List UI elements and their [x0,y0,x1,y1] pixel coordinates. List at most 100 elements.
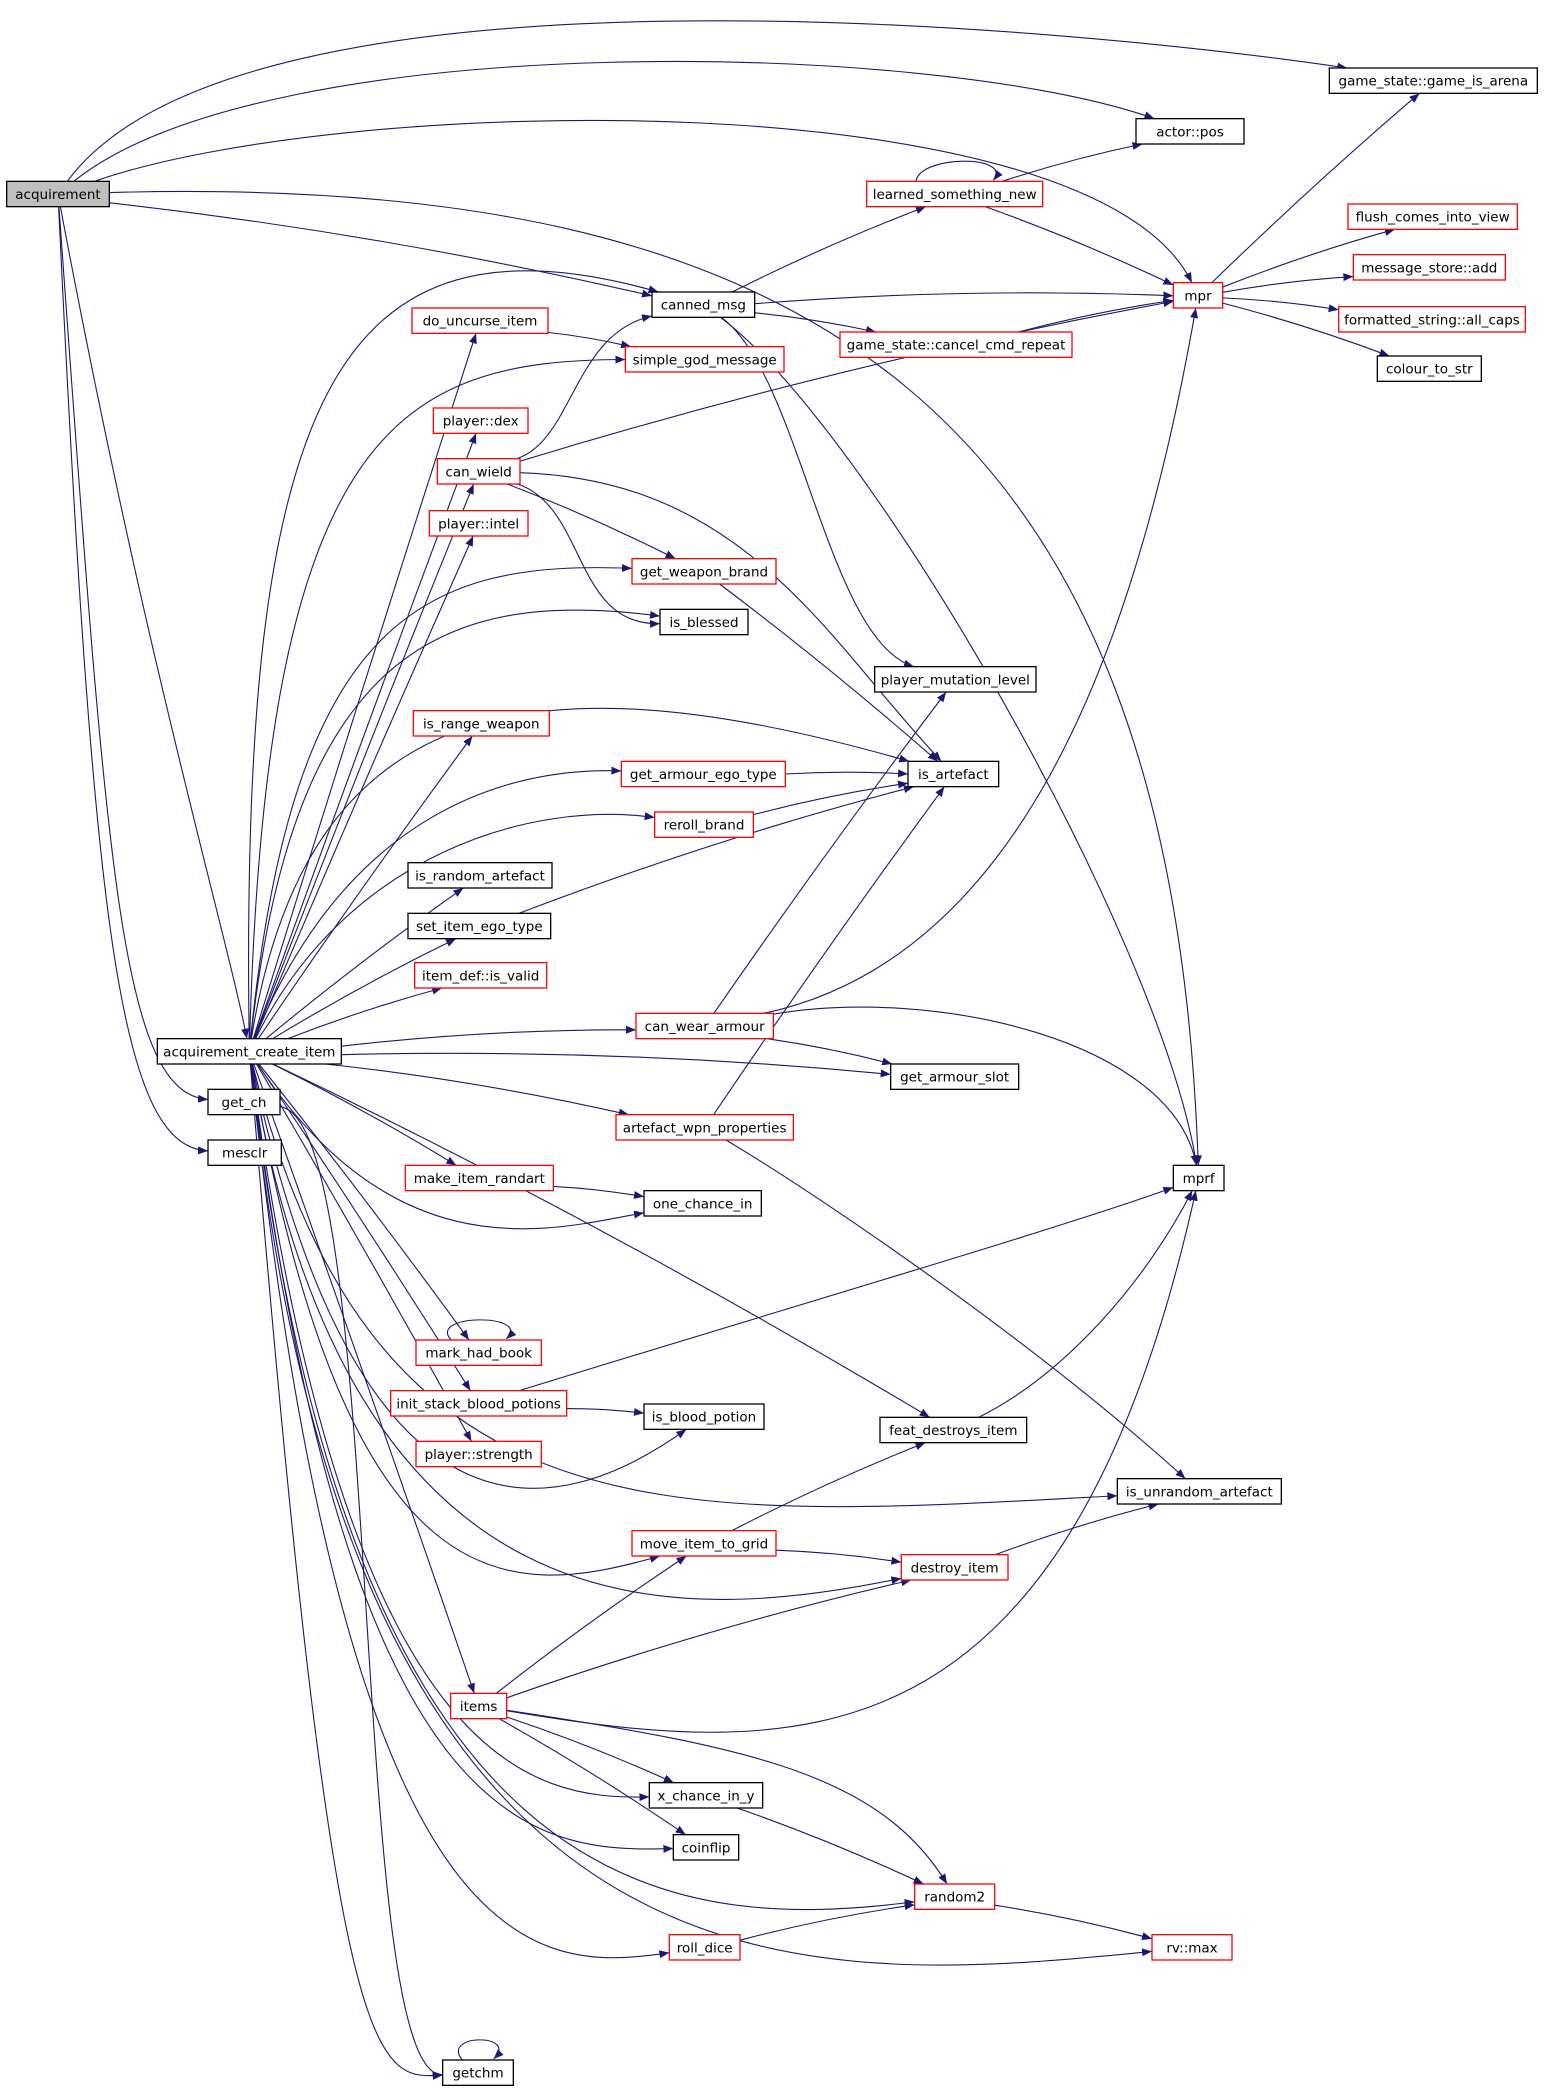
node-player-strength[interactable]: player::strength [415,1440,542,1468]
edge-acqci-to-xcy [250,1063,650,1802]
edge-acqci-to-roll [250,1063,670,1959]
node-is-blessed[interactable]: is_blessed [659,608,749,636]
node-label: is_blessed [669,615,738,631]
node-item-def-is-valid[interactable]: item_def::is_valid [414,962,548,989]
node-player-dex[interactable]: player::dex [432,407,529,434]
node-box [615,1114,794,1141]
edge-cwa-to-pml [713,691,947,1014]
edge-acqci-to-valid [287,986,443,1040]
node-mark-had-book[interactable]: mark_had_book [415,1339,542,1366]
node-box [900,1554,1009,1581]
node-reroll-brand[interactable]: reroll_brand [654,811,754,838]
edge-acqci-to-items [253,1063,475,1694]
node-init-stack-blood-potions[interactable]: init_stack_blood_potions [390,1390,568,1417]
node-simple-god-message[interactable]: simple_god_message [624,346,785,373]
node-acquirement-create-item[interactable]: acquirement_create_item [156,1038,342,1065]
node-message-store-add[interactable]: message_store::add [1352,254,1506,281]
node-box [436,458,521,485]
edge-acq-to-pos [73,60,1155,182]
node-canned-msg[interactable]: canned_msg [651,291,756,318]
node-learned-something-new[interactable]: learned_something_new [866,180,1044,208]
edge-gwb-to-artefact [719,583,939,762]
node-get-armour-slot[interactable]: get_armour_slot [890,1063,1020,1090]
node-artefact-wpn-properties[interactable]: artefact_wpn_properties [615,1114,794,1141]
node-label: is_range_weapon [423,716,540,732]
node-label: init_stack_blood_potions [396,1396,561,1412]
node-box [1116,1478,1282,1505]
node-is-artefact[interactable]: is_artefact [907,760,1000,788]
node-box [1172,282,1224,309]
edge-acq-to-canned [109,202,653,298]
edge-layer [58,20,1420,2080]
node-label: rv::max [1166,1940,1217,1956]
edge-acqci-to-mitg [250,1063,661,1576]
node-player-intel[interactable]: player::intel [428,510,529,537]
edge-mhb-to-mhb [447,1319,517,1341]
node-box [654,811,754,838]
node-label: flush_comes_into_view [1356,210,1510,226]
edge-wield-to-canned [516,314,653,460]
node-get-armour-ego-type[interactable]: get_armour_ego_type [620,760,786,788]
node-box [643,1190,762,1217]
edge-canned-to-mpr [754,291,1174,305]
node-label: is_artefact [918,767,989,783]
node-mesclr[interactable]: mesclr [207,1139,282,1166]
node-is-range-weapon[interactable]: is_range_weapon [412,710,550,737]
node-mprf[interactable]: mprf [1172,1164,1225,1192]
node-can-wield[interactable]: can_wield [436,458,521,485]
node-box [1347,203,1518,230]
node-is-random-artefact[interactable]: is_random_artefact [407,862,553,889]
edge-learn-to-pos [1002,142,1143,182]
node-roll-dice[interactable]: roll_dice [668,1934,741,1961]
node-label: item_def::is_valid [422,968,539,984]
node-random2[interactable]: random2 [914,1883,996,1910]
edge-acqci-to-wield [253,483,475,1039]
node-rv-max[interactable]: rv::max [1151,1934,1233,1961]
node-label: actor::pos [1156,124,1224,140]
node-player-mutation-level[interactable]: player_mutation_level [874,666,1037,693]
edge-acqci-to-gwb [250,563,633,1039]
node-coinflip[interactable]: coinflip [672,1834,740,1861]
node-flush-comes-into-view[interactable]: flush_comes_into_view [1347,203,1518,230]
node-is-unrandom-artefact[interactable]: is_unrandom_artefact [1116,1478,1282,1505]
node-set-item-ego-type[interactable]: set_item_ego_type [407,912,552,940]
node-feat-destroys-item[interactable]: feat_destroys_item [879,1416,1028,1444]
node-label: game_state::cancel_cmd_repeat [847,338,1066,354]
node-label: getchm [452,2066,503,2082]
edge-acqci-to-random2 [250,1063,915,1911]
node-label: colour_to_str [1386,362,1473,378]
node-get-weapon-brand[interactable]: get_weapon_brand [631,558,777,585]
node-box [839,331,1073,358]
node-one-chance-in[interactable]: one_chance_in [643,1190,762,1217]
node-box [651,291,756,318]
node-game-state-game-is-arena[interactable]: game_state::game_is_arena [1328,67,1538,94]
node-label: is_random_artefact [415,868,545,884]
edge-acqci-to-reroll [255,812,655,1039]
node-label: get_armour_ego_type [630,767,777,783]
node-formatted-string-all-caps[interactable]: formatted_string::all_caps [1338,306,1526,333]
node-box [207,1088,281,1116]
node-x-chance-in-y[interactable]: x_chance_in_y [648,1782,764,1809]
node-move-item-to-grid[interactable]: move_item_to_grid [631,1530,777,1557]
node-destroy-item[interactable]: destroy_item [900,1554,1009,1581]
node-box [631,558,777,585]
node-getchm[interactable]: getchm [442,2059,514,2086]
node-label: acquirement_create_item [163,1044,335,1060]
node-do-uncurse-item[interactable]: do_uncurse_item [411,307,549,334]
node-mpr[interactable]: mpr [1172,282,1224,309]
node-acquirement[interactable]: acquirement [6,180,110,208]
node-items[interactable]: items [450,1692,508,1720]
node-get-ch[interactable]: get_ch [207,1088,281,1116]
node-actor-pos[interactable]: actor::pos [1135,118,1245,145]
edge-learn-to-learn [915,160,1003,182]
node-box [890,1063,1020,1090]
node-can-wear-armour[interactable]: can_wear_armour [635,1012,774,1040]
node-label: feat_destroys_item [889,1423,1017,1439]
node-game-state-cancel-cmd-repeat[interactable]: game_state::cancel_cmd_repeat [839,331,1073,358]
node-box [1172,1164,1225,1192]
node-colour-to-str[interactable]: colour_to_str [1376,355,1482,382]
node-is-blood-potion[interactable]: is_blood_potion [643,1403,765,1430]
node-make-item-randart[interactable]: make_item_randart [404,1164,554,1192]
edge-isbp-to-ibp [566,1407,645,1416]
